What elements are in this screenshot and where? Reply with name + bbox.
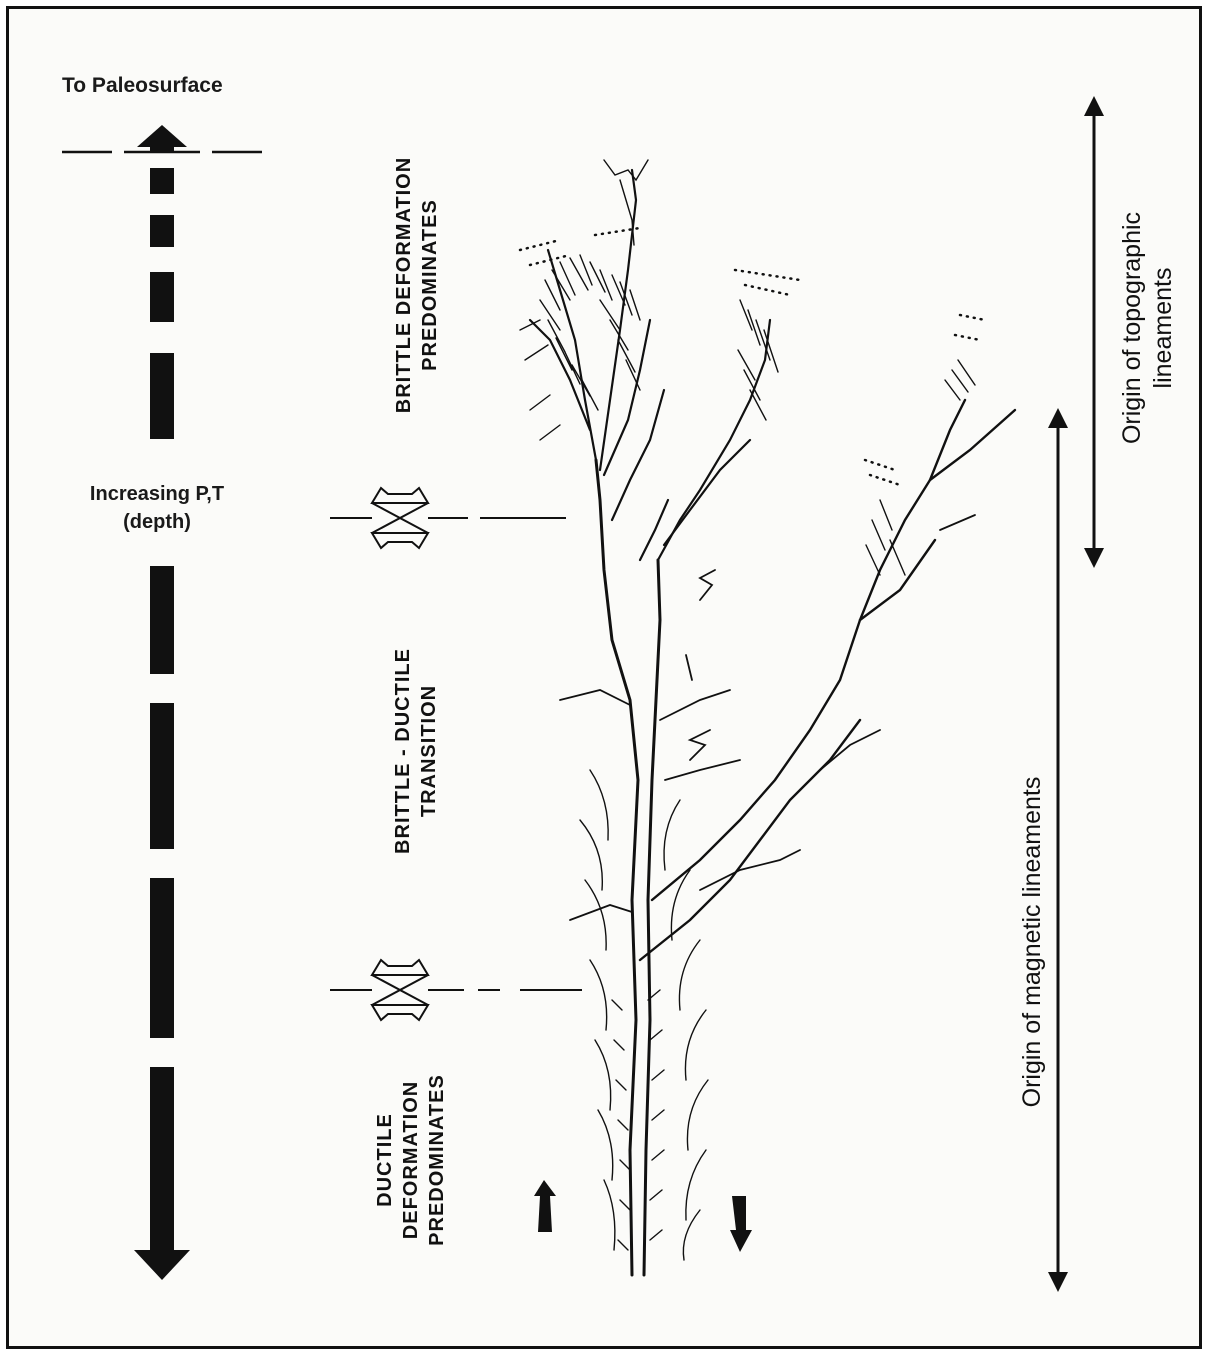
- ductile-line1: DUCTILE: [372, 1050, 398, 1270]
- topographic-line2: lineaments: [1148, 158, 1179, 498]
- topographic-range-arrow: [1084, 96, 1104, 568]
- transition-line1: BRITTLE - DUCTILE: [390, 641, 416, 861]
- brittle-zone-label: BRITTLE DEFORMATION PREDOMINATES: [391, 125, 447, 445]
- magnetic-range-arrow: [1048, 408, 1068, 1292]
- ductile-line2: DEFORMATION: [398, 1050, 424, 1270]
- pt-label-line2: (depth): [42, 508, 272, 536]
- magnetic-lineaments-label: Origin of magnetic lineaments: [1017, 742, 1051, 1142]
- depth-axis-arrow: [62, 125, 262, 1280]
- shear-arrow-up: [534, 1180, 556, 1232]
- brittle-line2: PREDOMINATES: [417, 125, 443, 445]
- brittle-fractures-cluster: [520, 160, 975, 575]
- fault-zone-sketch: [520, 160, 1015, 1275]
- boundary-upper: [330, 488, 566, 548]
- topographic-line1: Origin of topographic: [1117, 158, 1148, 498]
- topographic-lineaments-label: Origin of topographic lineaments: [1117, 158, 1183, 498]
- shear-sense-arrows: [534, 1180, 752, 1252]
- boundary-lower: [330, 960, 582, 1020]
- down-arrowhead: [134, 1250, 190, 1280]
- crest-stipple: [520, 228, 985, 485]
- brittle-line1: BRITTLE DEFORMATION: [391, 125, 417, 445]
- ductile-line3: PREDOMINATES: [424, 1050, 450, 1270]
- ductile-zone-label: DUCTILE DEFORMATION PREDOMINATES: [372, 1050, 456, 1270]
- transition-line2: TRANSITION: [416, 641, 442, 861]
- pressure-temperature-label: Increasing P,T (depth): [42, 480, 272, 536]
- shear-arrow-down: [730, 1196, 752, 1252]
- up-arrowhead: [137, 125, 187, 147]
- transition-zone-label: BRITTLE - DUCTILE TRANSITION: [390, 641, 446, 861]
- pt-label-line1: Increasing P,T: [42, 480, 272, 508]
- paleosurface-label: To Paleosurface: [62, 74, 223, 98]
